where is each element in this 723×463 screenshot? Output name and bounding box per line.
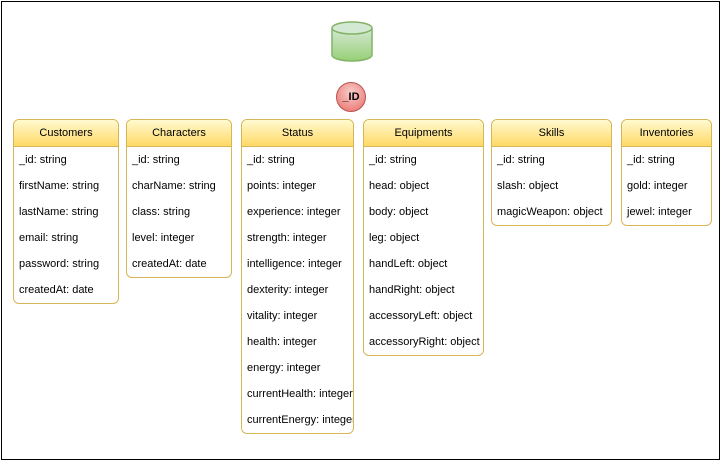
entity-field: accessoryLeft: object	[369, 310, 473, 322]
entity-skills: Skills _id: string slash: object magicWe…	[491, 119, 612, 226]
entity-field: _id: string	[369, 154, 417, 166]
entity-field: password: string	[19, 258, 100, 270]
entity-field: gold: integer	[627, 180, 688, 192]
entity-field: magicWeapon: object	[497, 206, 603, 218]
entity-field: level: integer	[132, 232, 195, 244]
entity-field: strength: integer	[247, 232, 327, 244]
entity-field: charName: string	[132, 180, 216, 192]
entity-inventories: Inventories _id: string gold: integer je…	[621, 119, 712, 226]
entity-field: slash: object	[497, 180, 559, 192]
entity-field: jewel: integer	[627, 206, 692, 218]
entity-field: _id: string	[19, 154, 67, 166]
entity-field: lastName: string	[19, 206, 99, 218]
entity-field: email: string	[19, 232, 79, 244]
entity-field: _id: string	[497, 154, 545, 166]
entity-field: handRight: object	[369, 284, 455, 296]
entity-field: currentEnergy: integer	[247, 414, 353, 426]
entity-field: experience: integer	[247, 206, 341, 218]
entity-header: Characters	[127, 120, 231, 147]
entity-field: head: object	[369, 180, 429, 192]
entity-status: Status _id: string points: integer exper…	[241, 119, 354, 434]
entity-field: intelligence: integer	[247, 258, 342, 270]
entity-equipments: Equipments _id: string head: object body…	[363, 119, 484, 356]
entity-field: body: object	[369, 206, 429, 218]
entity-field: class: string	[132, 206, 191, 218]
entity-header: Equipments	[364, 120, 483, 147]
entity-field: createdAt: date	[132, 258, 207, 270]
entity-field: firstName: string	[19, 180, 100, 192]
entity-field: createdAt: date	[19, 284, 94, 296]
entity-field: points: integer	[247, 180, 317, 192]
entity-header: Customers	[14, 120, 118, 147]
entity-field: accessoryRight: object	[369, 336, 480, 348]
entity-field: _id: string	[627, 154, 675, 166]
entity-field: dexterity: integer	[247, 284, 329, 296]
entity-field: health: integer	[247, 336, 317, 348]
entity-field: _id: string	[247, 154, 295, 166]
database-icon	[331, 21, 373, 62]
entity-customers: Customers _id: string firstName: string …	[13, 119, 119, 304]
entity-field: vitality: integer	[247, 310, 318, 322]
entity-header: Inventories	[622, 120, 711, 147]
entity-field: handLeft: object	[369, 258, 448, 270]
entity-field: leg: object	[369, 232, 420, 244]
entity-characters: Characters _id: string charName: string …	[126, 119, 232, 278]
entity-field: _id: string	[132, 154, 180, 166]
entity-header: Skills	[492, 120, 611, 147]
entity-field: energy: integer	[247, 362, 321, 374]
entity-field: currentHealth: integer	[247, 388, 353, 400]
id-badge: _ID	[336, 82, 366, 112]
entity-header: Status	[242, 120, 353, 147]
